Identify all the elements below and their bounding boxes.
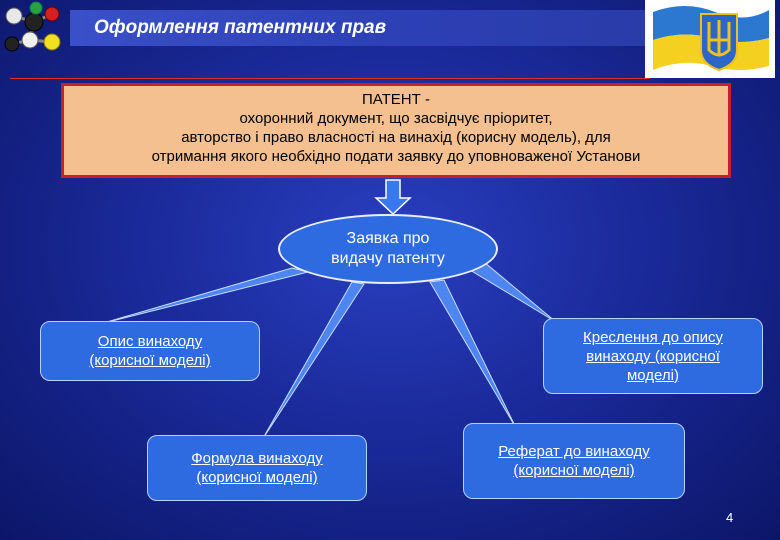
node-formula-line: Формула винаходу [191, 450, 323, 467]
node-formula-line: (корисної моделі) [196, 469, 318, 486]
node-abstract: Реферат до винаходу (корисної моделі) [463, 423, 685, 499]
node-drawings-line: Креслення до опису [583, 328, 723, 346]
node-drawings-line: моделі) [626, 366, 679, 384]
application-node: Заявка про видачу патенту [278, 214, 498, 284]
node-drawings: Креслення до опису винаходу (корисної мо… [543, 318, 763, 394]
molecule-icon [4, 1, 61, 52]
page-number: 4 [726, 510, 734, 525]
patent-definition-box: ПАТЕНТ - охоронний документ, що засвідчу… [61, 83, 731, 178]
patent-heading: ПАТЕНТ - [362, 91, 430, 108]
title-bar: Оформлення патентних прав [70, 10, 645, 46]
node-description-line: (корисної моделі) [89, 352, 211, 369]
node-description: Опис винаходу (корисної моделі) [40, 321, 260, 381]
divider-line [10, 78, 650, 79]
patent-definition-line: отримання якого необхідно подати заявку … [151, 148, 641, 165]
node-description-line: Опис винаходу [97, 333, 203, 350]
node-drawings-line: винаходу (корисної [586, 347, 720, 365]
down-arrow-icon [374, 179, 412, 216]
page-title: Оформлення патентних прав [94, 17, 387, 38]
connector-description [99, 267, 309, 325]
connector-drawings [469, 261, 557, 323]
node-formula: Формула винаходу (корисної моделі) [147, 435, 367, 501]
trident-icon [700, 13, 738, 72]
application-node-line: видачу патенту [331, 250, 445, 267]
flag-emblem [645, 0, 775, 78]
patent-definition-line: авторство і право власності на винахід (… [181, 129, 611, 146]
node-abstract-line: Реферат до винаходу [498, 443, 650, 460]
connector-formula [261, 281, 365, 441]
patent-definition-line: охоронний документ, що засвідчує пріорит… [239, 110, 553, 127]
node-abstract-line: (корисної моделі) [513, 462, 635, 479]
application-node-line: Заявка про [346, 230, 430, 247]
connector-abstract [429, 279, 517, 429]
